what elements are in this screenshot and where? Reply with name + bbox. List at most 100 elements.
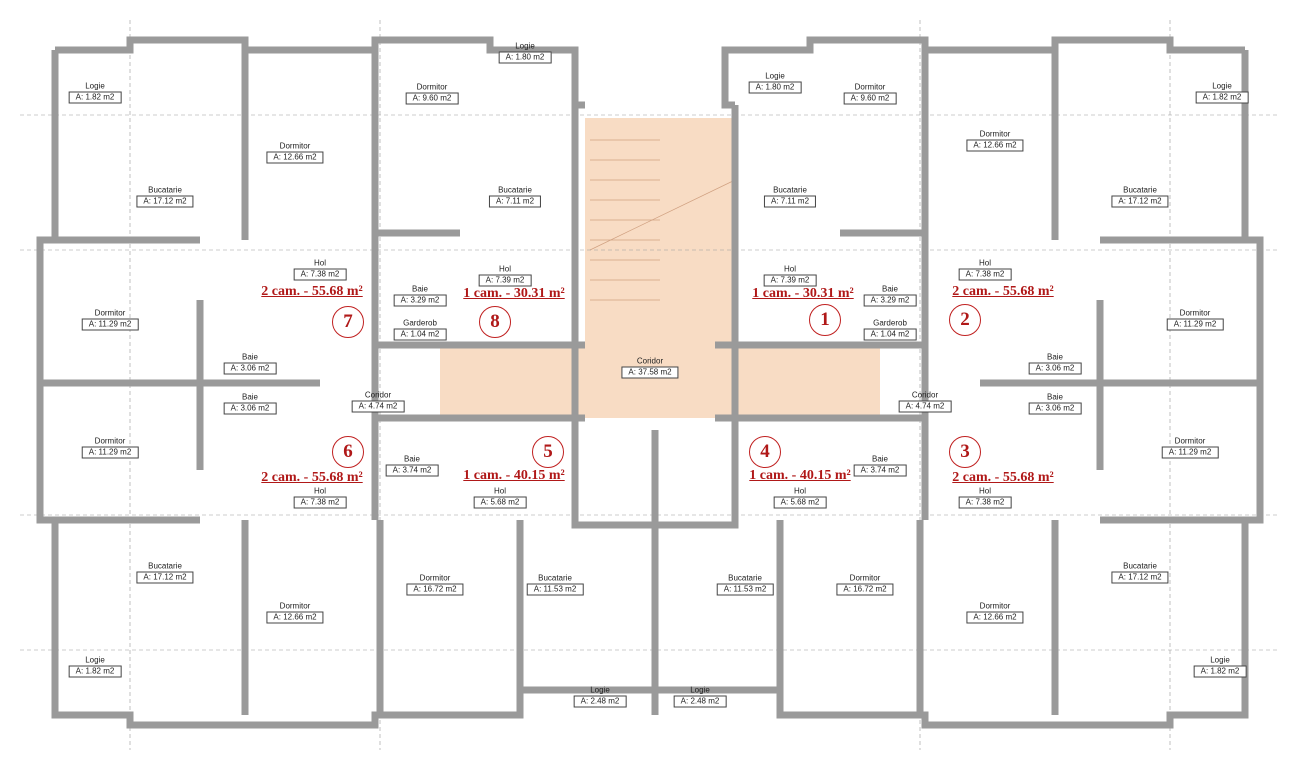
room-area: A: 5.68 m2 (473, 496, 527, 509)
apartment-label: 1 cam. - 40.15 m² (463, 468, 565, 483)
room-area: A: 17.12 m2 (136, 571, 194, 584)
room-area: A: 11.53 m2 (716, 583, 774, 596)
room-name: Garderob (873, 318, 907, 328)
room-area: A: 1.80 m2 (498, 51, 552, 64)
central-corridor (440, 345, 880, 418)
room-name: Bucatarie (498, 185, 532, 195)
apartment-label: 2 cam. - 55.68 m² (952, 470, 1054, 485)
room-name: Bucatarie (1123, 185, 1157, 195)
room-name: Logie (85, 81, 105, 91)
room-area: A: 4.74 m2 (351, 400, 405, 413)
room-name: Hol (793, 486, 806, 496)
room-area: A: 1.04 m2 (393, 328, 447, 341)
room-name: Hol (978, 258, 991, 268)
apartment-label: 2 cam. - 55.68 m² (261, 284, 363, 299)
room-name: Dormitor (849, 573, 881, 583)
room-area: A: 1.82 m2 (68, 665, 122, 678)
apartment-number: 5 (532, 436, 564, 468)
room-name: Logie (1210, 655, 1230, 665)
room-area: A: 11.29 m2 (81, 446, 139, 459)
room-name: Hol (783, 264, 796, 274)
room-area: A: 7.11 m2 (488, 195, 542, 208)
room-name: Hol (978, 486, 991, 496)
room-area: A: 1.82 m2 (1195, 91, 1249, 104)
room-area: A: 16.72 m2 (406, 583, 464, 596)
room-name: Bucatarie (538, 573, 572, 583)
apartment-label: 2 cam. - 55.68 m² (952, 284, 1054, 299)
apartment-number: 2 (949, 304, 981, 336)
room-name: Dormitor (416, 82, 448, 92)
room-area: A: 3.74 m2 (385, 464, 439, 477)
apartment-number: 8 (479, 306, 511, 338)
room-area: A: 37.58 m2 (621, 366, 679, 379)
room-area: A: 5.68 m2 (773, 496, 827, 509)
apartment-label: 2 cam. - 55.68 m² (261, 470, 363, 485)
room-area: A: 2.48 m2 (673, 695, 727, 708)
room-name: Hol (498, 264, 511, 274)
room-name: Bucatarie (148, 561, 182, 571)
room-area: A: 11.53 m2 (526, 583, 584, 596)
walls (36, 36, 1264, 729)
room-name: Logie (690, 685, 710, 695)
room-name: Logie (515, 41, 535, 51)
room-area: A: 3.06 m2 (223, 362, 277, 375)
apartment-number: 4 (749, 436, 781, 468)
apartment-number: 6 (332, 436, 364, 468)
room-area: A: 12.66 m2 (966, 139, 1024, 152)
room-name: Baie (871, 454, 888, 464)
room-area: A: 7.39 m2 (763, 274, 817, 287)
room-area: A: 7.38 m2 (293, 268, 347, 281)
room-area: A: 7.11 m2 (763, 195, 817, 208)
room-name: Baie (411, 284, 428, 294)
room-name: Dormitor (1174, 436, 1206, 446)
room-name: Garderob (403, 318, 437, 328)
room-name: Coridor (364, 390, 392, 400)
room-name: Dormitor (419, 573, 451, 583)
room-name: Baie (403, 454, 420, 464)
room-area: A: 3.29 m2 (863, 294, 917, 307)
room-name: Dormitor (279, 141, 311, 151)
room-area: A: 3.74 m2 (853, 464, 907, 477)
room-area: A: 1.04 m2 (863, 328, 917, 341)
room-area: A: 12.66 m2 (966, 611, 1024, 624)
room-area: A: 17.12 m2 (1111, 571, 1169, 584)
apartment-number: 1 (809, 304, 841, 336)
room-area: A: 4.74 m2 (898, 400, 952, 413)
grid-lines (20, 20, 1280, 750)
room-area: A: 1.82 m2 (1193, 665, 1247, 678)
room-area: A: 9.60 m2 (843, 92, 897, 105)
room-name: Logie (590, 685, 610, 695)
room-area: A: 12.66 m2 (266, 151, 324, 164)
apartment-label: 1 cam. - 30.31 m² (752, 286, 854, 301)
room-name: Hol (313, 486, 326, 496)
